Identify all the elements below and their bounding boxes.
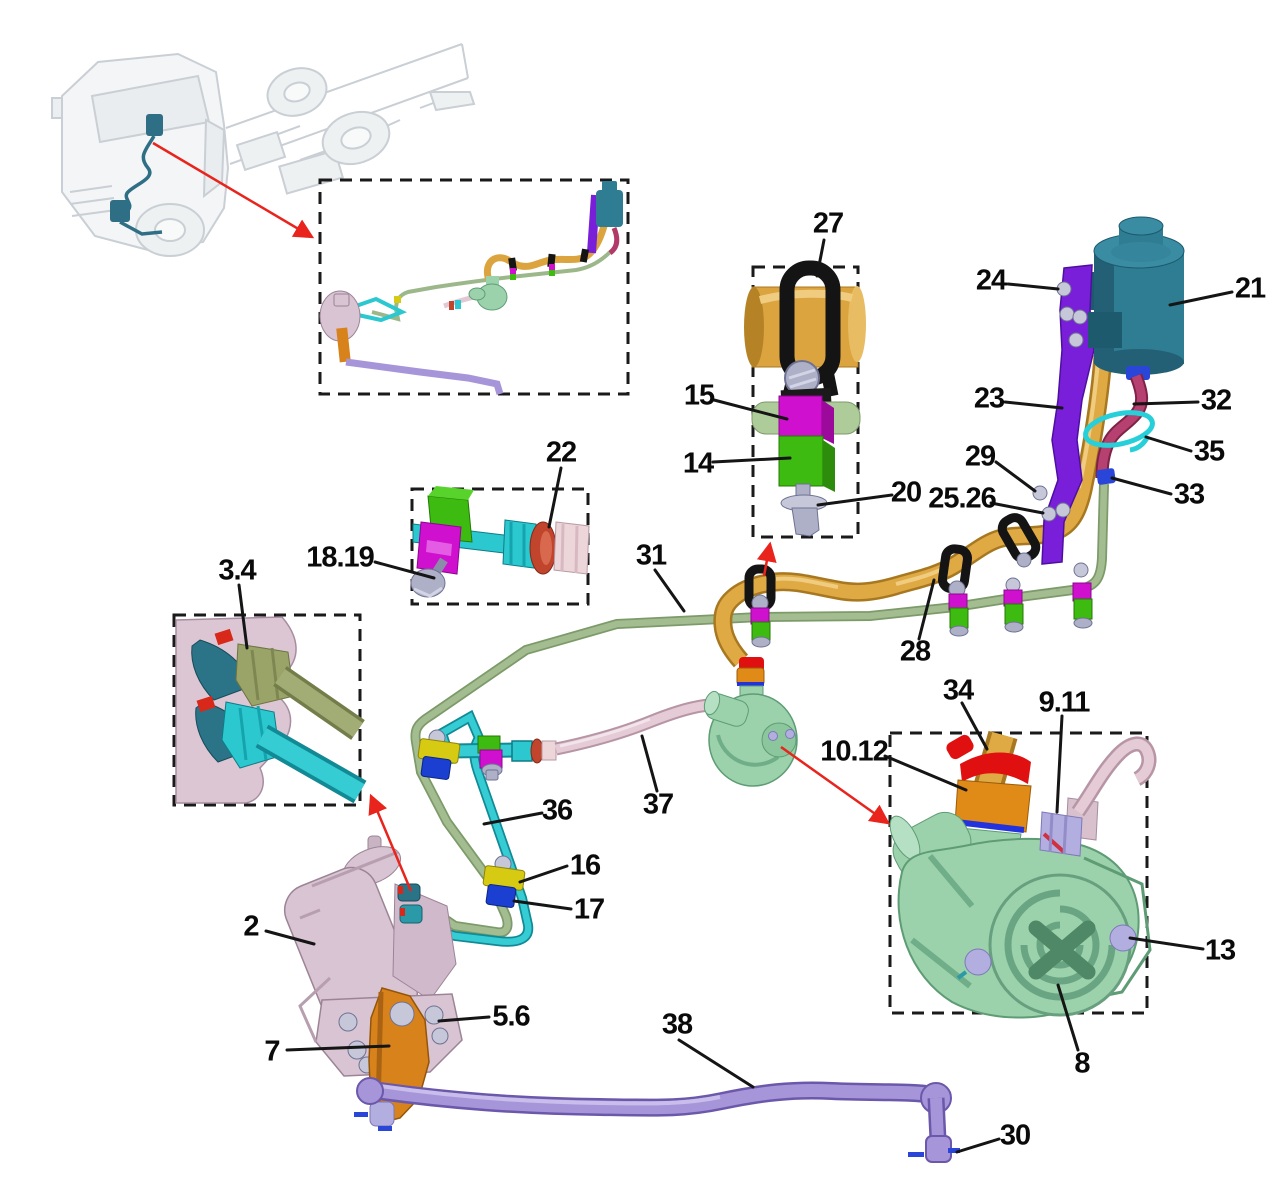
callout-5-6: 5.6 <box>492 1000 530 1033</box>
callout-14: 14 <box>682 447 714 480</box>
reservoir-outlet-fitting <box>1126 366 1150 380</box>
bracket-bolts <box>1032 281 1088 522</box>
hose-clamp-detail <box>744 260 866 537</box>
callout-21: 21 <box>1234 272 1266 305</box>
hose-clamp-detail-box <box>751 265 860 539</box>
callout-29: 29 <box>964 440 996 473</box>
callout-17: 17 <box>573 893 605 926</box>
tube-clamp-detail-box <box>410 487 590 606</box>
hose-clamp-1 <box>744 564 776 648</box>
pink-fitting <box>541 740 557 761</box>
callout-30: 30 <box>999 1119 1031 1152</box>
return-pipe-clamp-1 <box>1003 577 1024 633</box>
pink-union <box>553 521 590 575</box>
gear-ports-detail <box>175 616 367 804</box>
pipe-clamp-lower <box>482 855 526 908</box>
callout-32: 32 <box>1200 384 1232 417</box>
pump-detail <box>889 730 1157 1019</box>
ball-joint-cap <box>369 1101 395 1127</box>
callout-8: 8 <box>1074 1047 1090 1080</box>
leader-lines <box>237 238 1234 1154</box>
callout-25-26: 25.26 <box>928 482 997 515</box>
reservoir-side-box <box>1088 312 1122 348</box>
callout-2: 2 <box>243 910 259 943</box>
hose-band-clamp <box>1096 468 1116 485</box>
pipe-clamp-upper <box>417 729 461 780</box>
callout-15: 15 <box>683 379 715 412</box>
arrow-clamp-to-detail <box>756 541 777 577</box>
arrow-truck-to-inset <box>152 141 315 239</box>
callout-7: 7 <box>264 1035 280 1068</box>
drag-link <box>356 1077 960 1163</box>
pump-in-situ <box>703 657 798 787</box>
callout-16: 16 <box>569 849 601 882</box>
clamp-magenta-half <box>778 395 823 439</box>
pressure-hose <box>713 355 1113 668</box>
return-pipe-clamp-2 <box>1072 562 1093 629</box>
arrow-pump-to-detail <box>780 745 891 825</box>
suction-hose <box>554 698 725 756</box>
truck-cab-steering-highlight <box>110 114 163 236</box>
clamp-green-half <box>778 435 824 487</box>
port-elbow-upper <box>191 639 253 701</box>
callout-34: 34 <box>942 674 974 707</box>
pump-bolt-left <box>964 948 992 976</box>
callout-31: 31 <box>635 539 667 572</box>
hose-clamp-2 <box>937 544 973 637</box>
callout-20: 20 <box>890 476 922 509</box>
olive-nut <box>235 643 295 707</box>
callout-33: 33 <box>1173 478 1205 511</box>
callout-9-11: 9.11 <box>1038 686 1091 719</box>
cyan-flare-nut <box>511 740 533 762</box>
callout-38: 38 <box>661 1008 693 1041</box>
callout-18-19: 18.19 <box>306 541 375 574</box>
callout-22: 22 <box>545 436 577 469</box>
truck-overview <box>51 43 476 257</box>
callout-23: 23 <box>973 382 1005 415</box>
gear-ports-detail-box <box>172 613 362 807</box>
red-hose-clamp <box>960 752 1031 784</box>
reservoir-hose <box>1095 373 1149 479</box>
callout-13: 13 <box>1204 934 1236 967</box>
callout-37: 37 <box>642 788 674 821</box>
callout-28: 28 <box>899 635 931 668</box>
callout-27: 27 <box>812 207 844 240</box>
callout-35: 35 <box>1193 435 1225 468</box>
callout-24: 24 <box>975 264 1007 297</box>
tube-clamp-in-situ <box>477 735 557 781</box>
pump-shaft-slot <box>1028 920 1096 980</box>
system-inset <box>319 181 623 396</box>
hose-clamp-3 <box>997 513 1041 568</box>
callout-36: 36 <box>541 794 573 827</box>
callout-10-12: 10.12 <box>820 735 889 768</box>
tube-clamp-detail <box>410 486 590 598</box>
arrow-gear-to-ports-detail <box>368 793 413 892</box>
tie-rod-end <box>925 1135 952 1163</box>
seal-ring <box>530 738 544 764</box>
callout-3-4: 3.4 <box>218 554 256 587</box>
inlet-fitting <box>954 779 1032 833</box>
reservoir <box>1088 216 1185 380</box>
